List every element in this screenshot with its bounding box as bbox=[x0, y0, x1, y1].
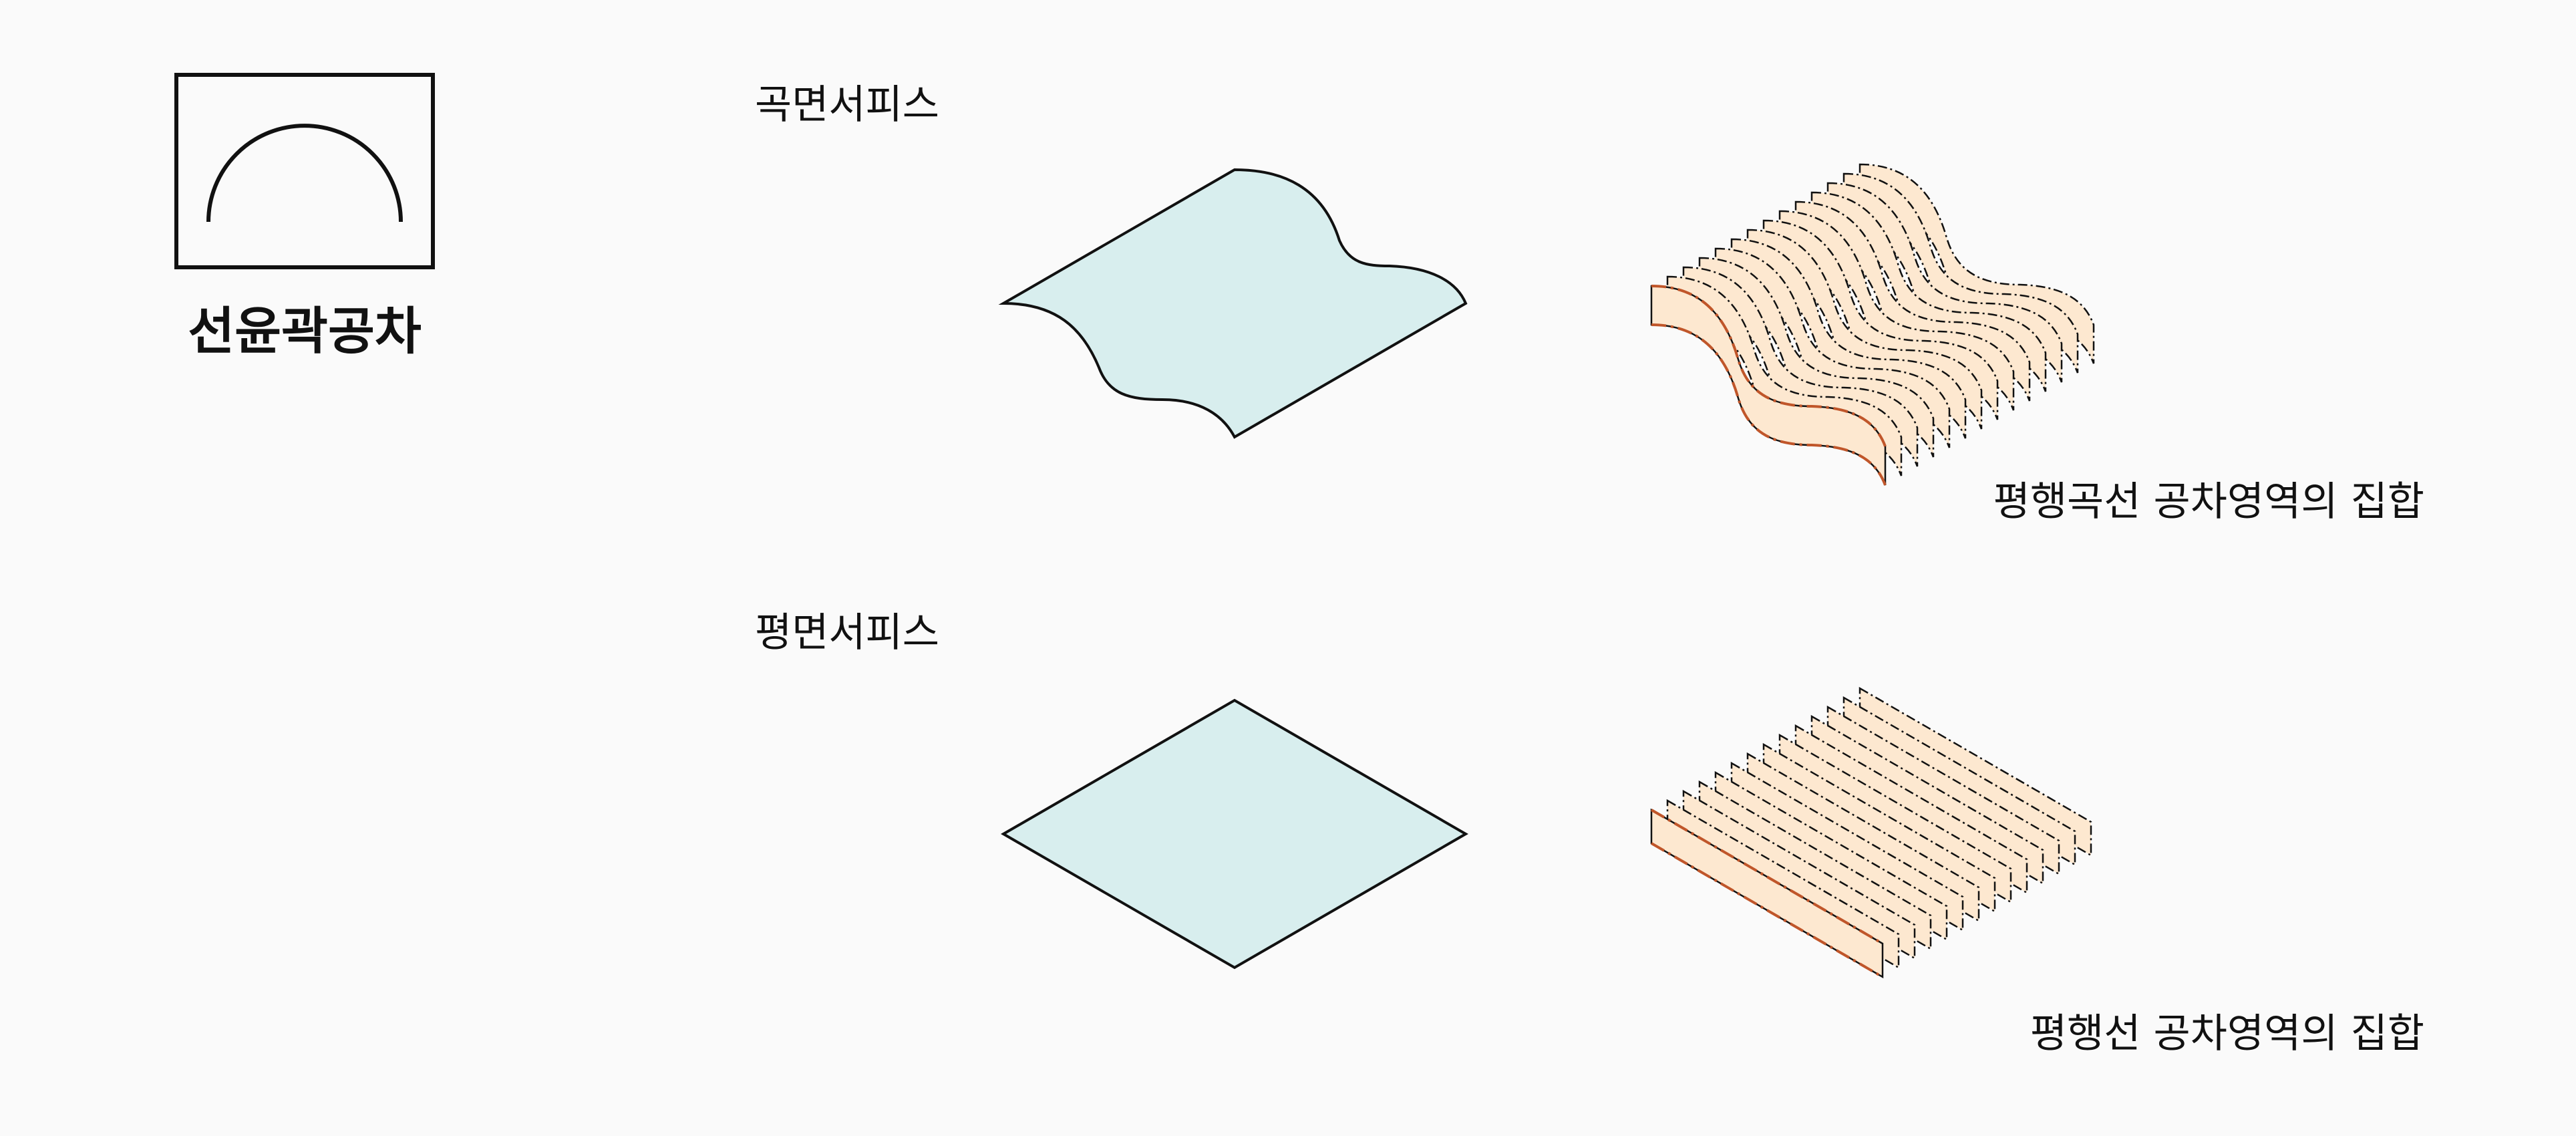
tolerance-boundary-bottom bbox=[1650, 842, 1884, 978]
symbol-frame bbox=[174, 73, 435, 269]
tolerance-boundary-top bbox=[1651, 285, 1887, 447]
symbol-arc bbox=[206, 124, 403, 223]
curved-zone-caption: 평행곡선 공차영역의 집합 bbox=[1993, 478, 2424, 525]
symbol-label: 선윤곽공차 bbox=[188, 301, 422, 361]
flat-zone-caption: 평행선 공차영역의 집합 bbox=[2030, 1010, 2424, 1057]
tolerance-zone-slice bbox=[1650, 808, 1884, 979]
curved-surface-label: 곡면서피스 bbox=[755, 82, 939, 128]
tolerance-boundary-top bbox=[1650, 809, 1884, 945]
curved-tolerance-zones bbox=[1650, 163, 2095, 486]
flat-surface-shape bbox=[1001, 698, 1468, 970]
tolerance-boundary-bottom bbox=[1651, 323, 1887, 486]
flat-tolerance-zones bbox=[1650, 686, 2092, 979]
profile-tolerance-symbol-icon bbox=[174, 73, 435, 269]
flat-surface-label: 평면서피스 bbox=[755, 609, 939, 656]
curved-surface-shape bbox=[998, 168, 1468, 439]
